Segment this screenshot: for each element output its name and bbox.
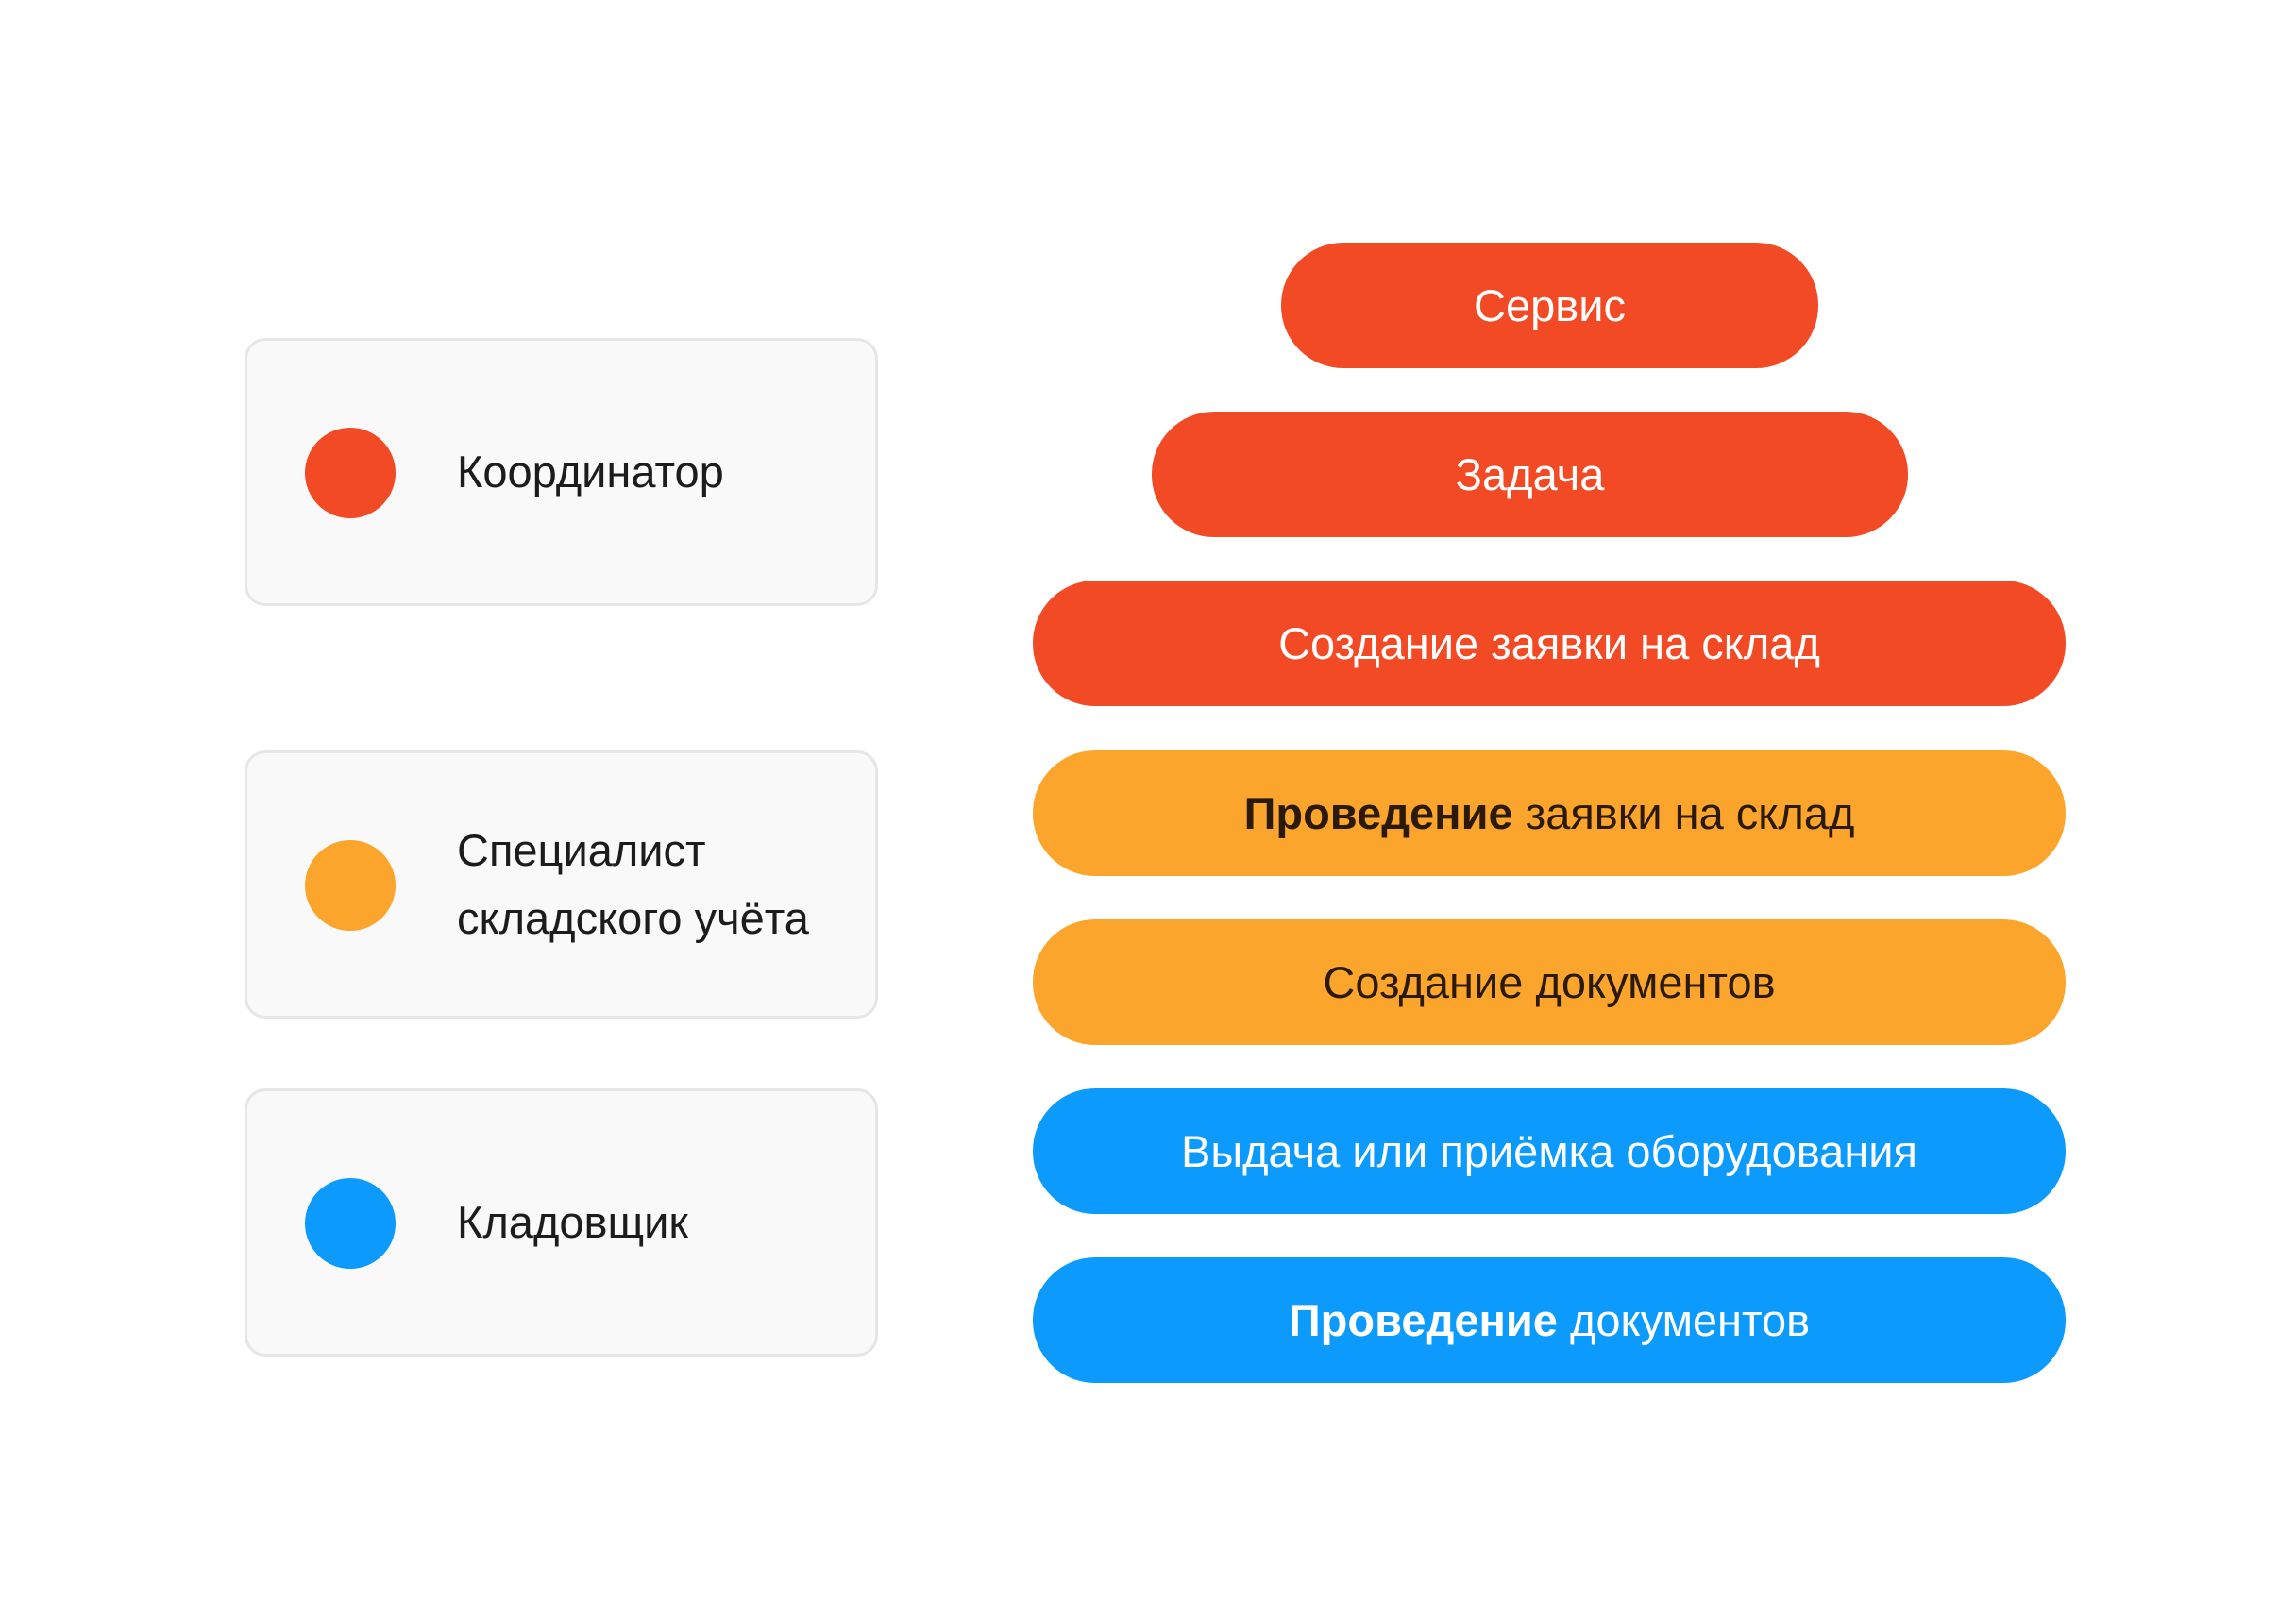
role-label: Специалист складского учёта	[457, 825, 809, 943]
role-card-storekeeper: Кладовщик	[245, 1088, 878, 1357]
storekeeper-color-dot	[305, 1178, 396, 1269]
step-text: Сервис	[1474, 280, 1626, 330]
step-text: Задача	[1455, 449, 1605, 499]
step-text: заявки на склад	[1512, 788, 1855, 838]
step-text: Создание документов	[1323, 957, 1776, 1007]
step-post-warehouse-request: Проведение заявки на склад	[1033, 750, 2066, 876]
step-text: документов	[1557, 1295, 1811, 1345]
step-strong-text: Проведение	[1243, 788, 1513, 838]
role-label: Координатор	[457, 447, 724, 497]
step-create-warehouse-request: Создание заявки на склад	[1033, 581, 2066, 706]
coordinator-color-dot	[305, 428, 396, 518]
step-task: Задача	[1152, 412, 1908, 537]
step-strong-text: Проведение	[1288, 1295, 1558, 1345]
step-text: Выдача или приёмка оборудования	[1181, 1126, 1917, 1176]
role-card-coordinator: Координатор	[245, 338, 878, 606]
step-create-documents: Создание документов	[1033, 919, 2066, 1045]
role-card-specialist: Специалист складского учёта	[245, 750, 878, 1019]
specialist-color-dot	[305, 840, 396, 931]
step-post-documents: Проведение документов	[1033, 1257, 2066, 1383]
step-text: Создание заявки на склад	[1278, 618, 1820, 668]
step-service: Сервис	[1281, 243, 1818, 368]
step-issue-or-receive-equipment: Выдача или приёмка оборудования	[1033, 1088, 2066, 1214]
role-label: Кладовщик	[457, 1197, 688, 1247]
